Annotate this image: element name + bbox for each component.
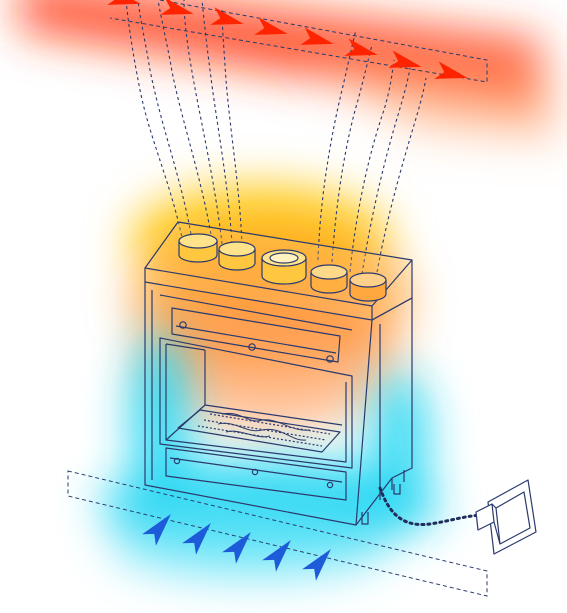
ash-drawer: [165, 447, 347, 501]
upper-deflector: [171, 307, 341, 363]
cold-arrow-icon: [262, 539, 291, 572]
hot-arrow-icon: [254, 17, 288, 35]
hot-arrow-icon: [160, 0, 194, 15]
front-frame: [144, 282, 373, 526]
duct-collar-1: [178, 233, 218, 263]
wall-vent-icon: [475, 479, 537, 555]
hot-air-glow: [20, 0, 560, 430]
ceiling-plane-outline: [109, 0, 488, 83]
hot-arrow-icon: [107, 0, 141, 5]
cold-arrow-icon: [222, 531, 251, 564]
duct-collar-5: [349, 272, 387, 302]
cold-arrow-icon: [302, 548, 331, 581]
external-air-pipe: [378, 486, 484, 527]
hot-arrow-icon: [300, 27, 334, 45]
hot-arrow-icon: [210, 7, 244, 25]
duct-collar-2: [218, 241, 256, 271]
fire-grate: [177, 409, 341, 453]
cold-arrow-icon: [142, 513, 171, 546]
cold-arrow-icon: [182, 522, 211, 555]
hot-arrow-icon: [434, 61, 468, 79]
firebox-opening: [159, 337, 353, 469]
hot-air-arrows: [107, 0, 468, 79]
hot-arrow-icon: [388, 50, 422, 68]
duct-collar-4: [310, 264, 348, 294]
cold-air-arrows: [142, 513, 331, 581]
duct-collar-3: [261, 249, 307, 285]
duct-collars: [178, 233, 387, 302]
hot-arrow-icon: [344, 38, 378, 56]
floor-plane-outline: [67, 470, 488, 597]
